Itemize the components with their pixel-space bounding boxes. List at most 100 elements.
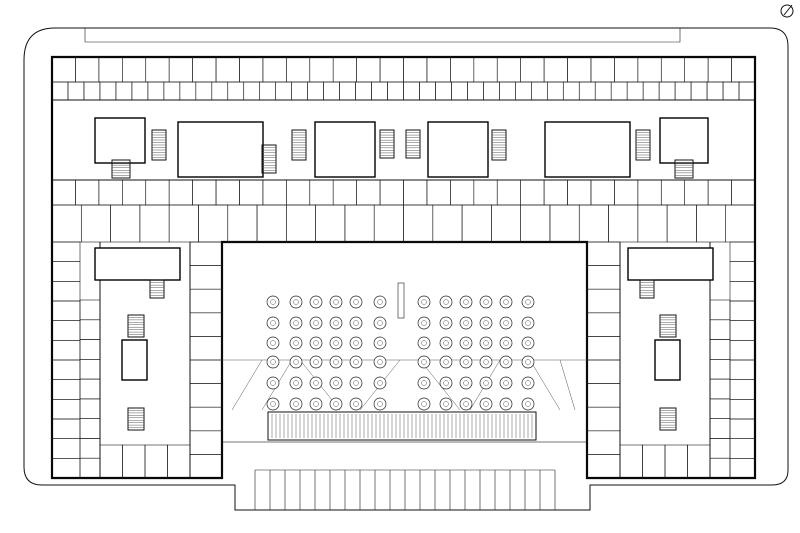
room-right-service: [709, 438, 731, 459]
tree-symbol: [266, 376, 280, 390]
room-top-courtside: [696, 204, 727, 243]
stair-core: [405, 129, 421, 159]
room-top-inner: [520, 179, 545, 206]
room-top-courtside: [403, 204, 434, 243]
room-left-service: [79, 398, 101, 419]
room-top-service: [131, 81, 149, 101]
room-right-outer: [729, 340, 756, 361]
room-top-inner: [145, 179, 170, 206]
tree-symbol: [459, 316, 473, 330]
room-left-service: [79, 359, 101, 380]
room-top-inner: [496, 179, 521, 206]
stair-core: [151, 129, 167, 161]
tree-symbol: [479, 295, 493, 309]
tree-symbol: [439, 295, 453, 309]
room-right-inner: [586, 241, 621, 266]
tree-symbol: [417, 336, 431, 350]
room-top-service: [738, 81, 756, 101]
room-top-inner: [122, 179, 147, 206]
tree-symbol: [289, 336, 303, 350]
room-right-inner: [586, 312, 621, 337]
tree-symbol: [289, 355, 303, 369]
tree-symbol: [479, 355, 493, 369]
room-top-courtside: [461, 204, 492, 243]
light-well: [314, 121, 376, 178]
room-top-courtside: [725, 204, 756, 243]
room-top-inner: [707, 179, 732, 206]
tree-symbol: [266, 355, 280, 369]
light-well: [544, 121, 631, 178]
room-top-inner: [567, 179, 592, 206]
room-top-outer: [660, 56, 685, 83]
room-top-outer: [192, 56, 217, 83]
stair-core: [291, 129, 307, 161]
stair-core: [491, 129, 507, 161]
room-right-service: [709, 378, 731, 400]
room-right-inner: [586, 430, 621, 455]
room-right-outer: [729, 418, 756, 439]
room-top-courtside: [168, 204, 199, 243]
tree-symbol: [417, 355, 431, 369]
stair-core: [127, 407, 145, 431]
room-top-inner: [51, 179, 76, 206]
tree-symbol: [479, 316, 493, 330]
tree-symbol: [499, 295, 513, 309]
room-left-outer: [51, 261, 81, 282]
tree-symbol: [289, 295, 303, 309]
tree-symbol: [479, 397, 493, 411]
room-left-inner: [189, 312, 223, 337]
room-top-inner: [426, 179, 451, 206]
room-left-service: [79, 438, 101, 459]
tree-symbol: [289, 397, 303, 411]
room-right-inner: [586, 336, 621, 361]
room-top-service: [706, 81, 724, 101]
tree-symbol: [349, 376, 363, 390]
room-top-inner: [192, 179, 217, 206]
room-top-service: [371, 81, 388, 101]
light-well: [427, 121, 489, 178]
room-top-outer: [450, 56, 475, 83]
room-right-service: [709, 457, 731, 479]
stair-core: [639, 279, 655, 299]
tree-symbol: [329, 355, 343, 369]
room-top-service: [674, 81, 692, 101]
tree-symbol: [309, 355, 323, 369]
room-top-service: [243, 81, 261, 101]
tree-symbol: [329, 376, 343, 390]
room-top-service: [83, 81, 101, 101]
tree-symbol: [266, 316, 280, 330]
stair-core: [659, 314, 677, 338]
room-top-courtside: [578, 204, 609, 243]
room-left-bottom: [167, 444, 191, 479]
tree-symbol: [349, 397, 363, 411]
room-top-service: [67, 81, 85, 101]
tree-symbol: [479, 376, 493, 390]
light-well: [177, 121, 264, 178]
room-left-service: [79, 378, 101, 400]
light-well: [654, 339, 681, 381]
tree-symbol: [373, 295, 387, 309]
room-top-outer: [637, 56, 662, 83]
tree-symbol: [373, 355, 387, 369]
tree-symbol: [289, 316, 303, 330]
stair-core: [659, 407, 677, 431]
stair-core: [127, 314, 145, 338]
room-top-inner: [239, 179, 264, 206]
room-top-outer: [145, 56, 170, 83]
room-top-service: [467, 81, 484, 101]
tree-symbol: [499, 397, 513, 411]
room-left-inner: [189, 359, 223, 384]
room-left-outer: [51, 418, 81, 439]
room-top-courtside: [491, 204, 521, 243]
tree-symbol: [439, 336, 453, 350]
room-left-service: [79, 339, 101, 360]
tree-symbol: [459, 336, 473, 350]
room-top-service: [339, 81, 356, 101]
room-right-outer: [729, 458, 756, 479]
tree-symbol: [499, 376, 513, 390]
tree-symbol: [309, 336, 323, 350]
room-top-outer: [520, 56, 545, 83]
room-top-outer: [122, 56, 147, 83]
room-top-service: [51, 81, 69, 101]
stair-core: [111, 159, 131, 179]
